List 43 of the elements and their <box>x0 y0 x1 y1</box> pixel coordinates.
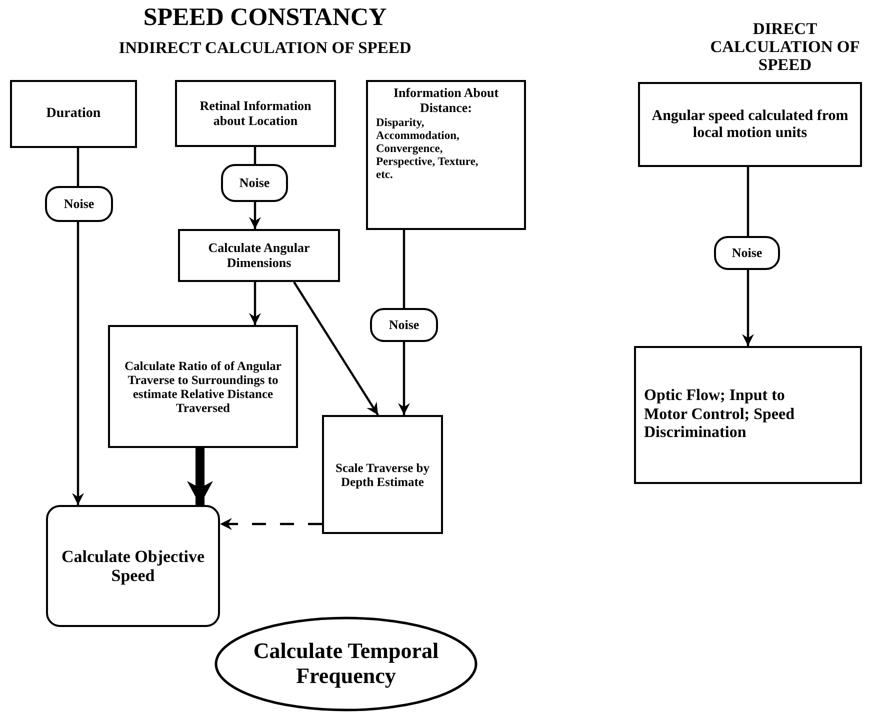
connector-line <box>76 148 80 186</box>
node-label: Noise <box>64 196 94 212</box>
node-label: Calculate Angular Dimensions <box>207 240 311 270</box>
node-label: Angular speed calculated from local motion units <box>650 108 850 142</box>
node-label: Noise <box>732 246 762 260</box>
rounded-box <box>714 236 780 270</box>
process-box <box>638 82 862 167</box>
process-box <box>108 325 298 448</box>
ellipse-node <box>214 616 478 712</box>
node-body-text: Disparity, Accommodation, Convergence, Perspective, Texture, etc. <box>376 117 480 182</box>
title: SPEED CONSTANCY <box>142 4 388 32</box>
node-label: Optic Flow; Input to Motor Control; Speed Discrimination <box>644 387 796 443</box>
process-box <box>10 80 137 148</box>
rounded-box <box>370 308 438 342</box>
arrow <box>293 281 379 416</box>
section-heading: DIRECT CALCULATION OF SPEED <box>709 20 861 74</box>
arrow <box>187 448 213 505</box>
connector-line <box>746 167 750 236</box>
process-box <box>322 415 443 534</box>
node-label: Information About Distance: <box>392 86 500 116</box>
process-box <box>366 80 526 230</box>
node-label: Noise <box>388 318 420 332</box>
node-label: Noise <box>239 176 270 190</box>
node-label: Calculate Ratio of of Angular Traverse to Surroundings to estimate Relative Distance Traversed <box>124 358 282 414</box>
arrow <box>72 222 84 505</box>
process-box <box>175 80 336 147</box>
arrow <box>249 282 261 325</box>
rounded-box <box>46 505 220 627</box>
connector-line <box>402 230 406 308</box>
node-label: Duration <box>46 106 101 122</box>
node-label: Calculate Objective Speed <box>60 546 206 586</box>
arrow <box>398 342 410 415</box>
rounded-box <box>45 186 113 222</box>
node-label: Calculate Temporal Frequency <box>252 639 440 689</box>
process-box <box>178 229 340 282</box>
node-label: Scale Traverse by Depth Estimate <box>334 460 430 488</box>
connector-line <box>254 147 256 164</box>
rounded-box <box>221 164 288 202</box>
arrow <box>249 202 261 229</box>
node-label: Retinal Information about Location <box>198 98 312 128</box>
process-box <box>634 346 862 484</box>
arrow <box>742 270 754 346</box>
section-heading: INDIRECT CALCULATION OF SPEED <box>118 38 412 58</box>
